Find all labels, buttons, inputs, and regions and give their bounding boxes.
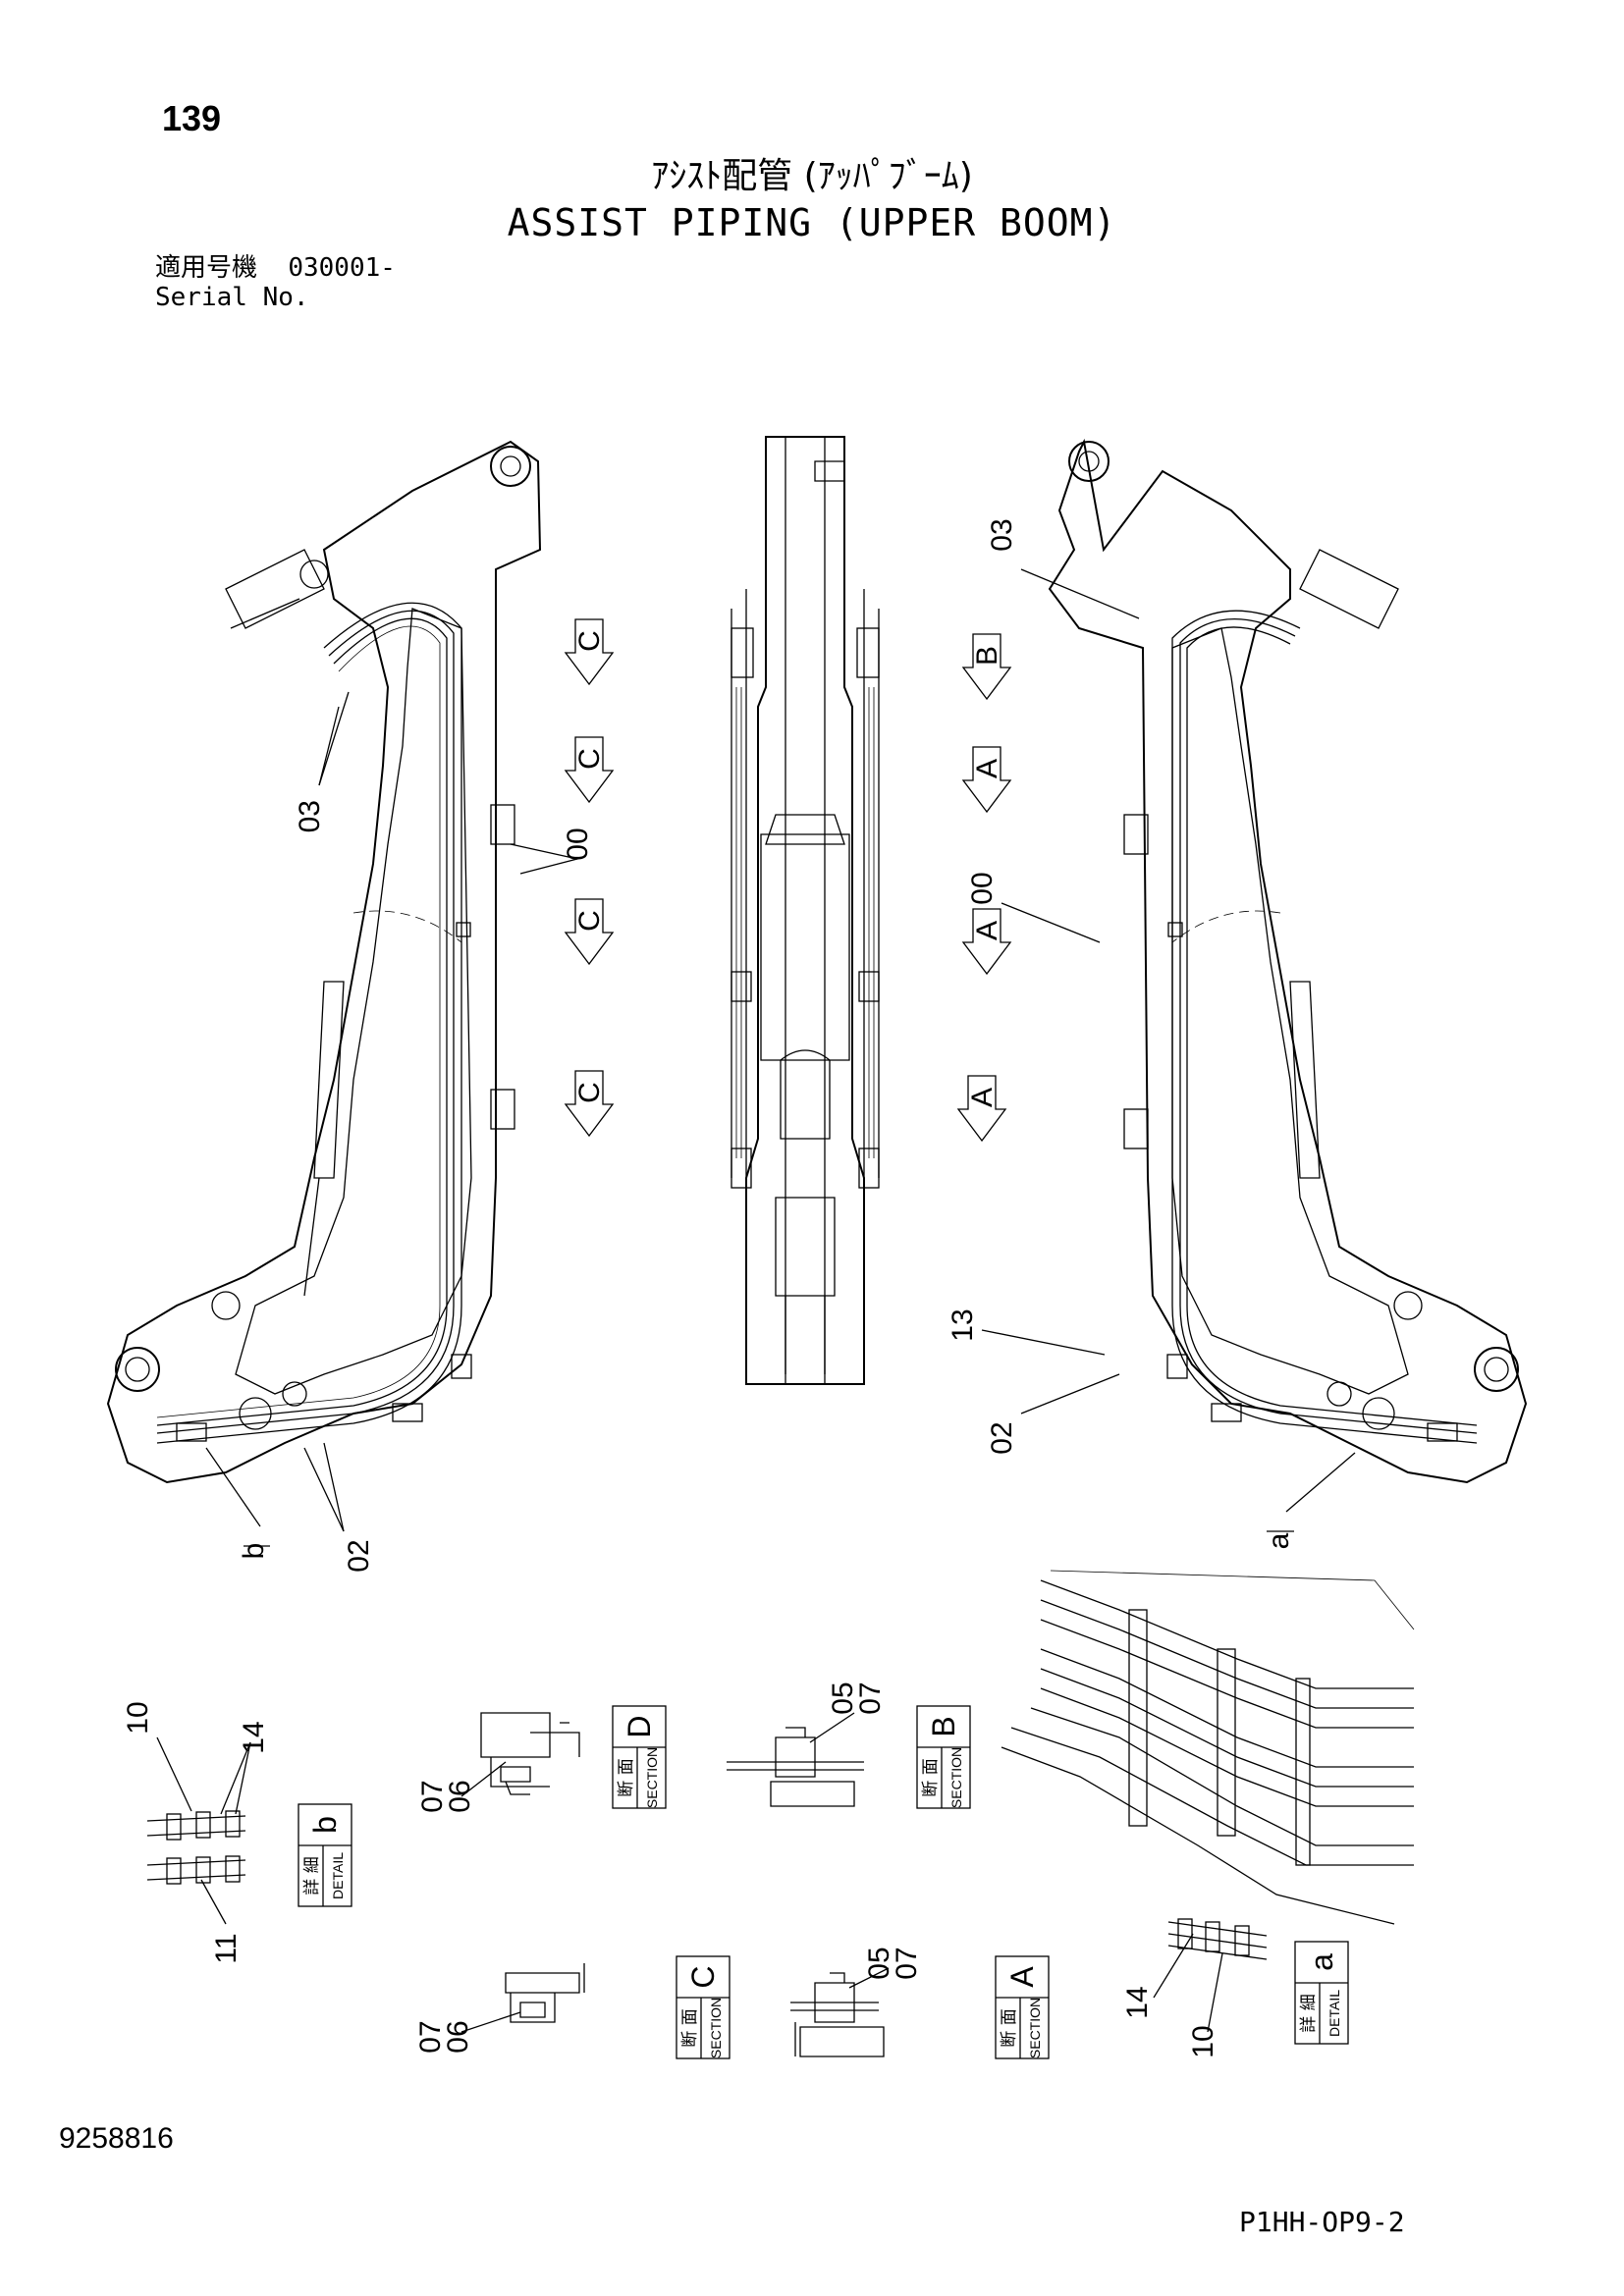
callout-left-03: 03 bbox=[294, 800, 326, 832]
view-arrow-c-2: C bbox=[564, 736, 615, 804]
detail-b-callout-11: 11 bbox=[210, 1933, 243, 1963]
view-arrow-a-2-letter: A bbox=[971, 921, 1003, 940]
view-box-detail-a-jp: 詳 細 bbox=[1299, 1994, 1319, 2032]
serial-label-jp: 適用号機 bbox=[155, 253, 258, 283]
callout-left-00: 00 bbox=[562, 828, 594, 860]
hose-bundle-view bbox=[1001, 1570, 1415, 1925]
section-d-callout-06: 06 bbox=[444, 1780, 476, 1812]
callout-right-03: 03 bbox=[986, 518, 1018, 551]
serial-label-en: Serial No. bbox=[155, 283, 309, 312]
view-box-detail-b-en: DETAIL bbox=[330, 1852, 346, 1899]
view-box-detail-a: 詳 細 DETAIL a bbox=[1294, 1941, 1349, 2045]
detail-b-callout-14: 14 bbox=[238, 1721, 270, 1753]
section-c-callout-06: 06 bbox=[442, 2020, 474, 2053]
detail-a-drawing: 14 10 bbox=[1121, 1918, 1268, 2058]
view-arrow-c-4-letter: C bbox=[573, 1082, 606, 1103]
view-box-detail-b: 詳 細 DETAIL b bbox=[298, 1803, 352, 1907]
section-d-drawing: 07 06 bbox=[416, 1712, 580, 1813]
view-box-section-c-en: SECTION bbox=[708, 1998, 724, 2058]
section-b-callout-07: 07 bbox=[854, 1682, 887, 1714]
right-boom-view bbox=[1048, 438, 1528, 1484]
callout-right-a: a bbox=[1263, 1532, 1295, 1549]
view-arrow-c-3: C bbox=[564, 898, 615, 966]
view-box-section-c-letter: C bbox=[685, 1965, 721, 1988]
detail-b-callout-10: 10 bbox=[122, 1701, 154, 1734]
left-view-arrows: C C C C bbox=[564, 618, 615, 1138]
section-d-callout-07: 07 bbox=[416, 1780, 449, 1812]
view-arrow-c-2-letter: C bbox=[573, 748, 606, 770]
left-boom-view bbox=[106, 440, 542, 1484]
view-box-detail-b-letter: b bbox=[307, 1816, 343, 1834]
view-box-section-a-en: SECTION bbox=[1027, 1998, 1043, 2058]
view-box-section-d-en: SECTION bbox=[644, 1747, 660, 1808]
view-box-detail-a-en: DETAIL bbox=[1326, 1990, 1342, 2037]
view-box-section-d-jp: 断 面 bbox=[617, 1758, 636, 1796]
callout-left-b: b bbox=[238, 1543, 270, 1560]
section-b-drawing: 05 07 bbox=[727, 1682, 887, 1807]
callout-right-13: 13 bbox=[947, 1308, 979, 1341]
view-arrow-a-1-letter: A bbox=[971, 759, 1003, 778]
view-arrow-a-2: A bbox=[961, 908, 1012, 976]
left-callouts: 03 00 02 b bbox=[205, 691, 594, 1573]
view-box-section-d: 断 面 SECTION D bbox=[612, 1705, 667, 1809]
callout-right-00: 00 bbox=[966, 872, 999, 904]
callout-left-02: 02 bbox=[343, 1539, 375, 1572]
section-b-callout-05: 05 bbox=[827, 1682, 859, 1714]
view-arrow-a-3: A bbox=[956, 1075, 1007, 1143]
view-box-section-d-letter: D bbox=[622, 1715, 657, 1737]
view-arrow-c-1-letter: C bbox=[573, 630, 606, 652]
page-number: 139 bbox=[162, 98, 222, 138]
detail-a-callout-10: 10 bbox=[1187, 2025, 1219, 2057]
serial-range: 030001- bbox=[288, 253, 396, 283]
view-box-detail-a-letter: a bbox=[1304, 1953, 1339, 1971]
section-a-drawing: 05 07 bbox=[790, 1947, 923, 2057]
view-box-section-b-jp: 断 面 bbox=[921, 1758, 941, 1796]
view-box-section-b-letter: B bbox=[926, 1716, 961, 1736]
view-box-section-a-letter: A bbox=[1004, 1966, 1040, 1988]
view-box-section-c: 断 面 SECTION C bbox=[676, 1955, 731, 2059]
view-box-section-b-en: SECTION bbox=[948, 1747, 964, 1808]
section-a-callout-07: 07 bbox=[891, 1947, 923, 1979]
view-box-section-b: 断 面 SECTION B bbox=[916, 1705, 971, 1809]
section-a-callout-05: 05 bbox=[863, 1947, 895, 1979]
view-arrow-c-3-letter: C bbox=[573, 910, 606, 932]
right-callouts: 03 00 13 02 a bbox=[947, 518, 1356, 1549]
view-arrow-b: B bbox=[961, 633, 1012, 701]
title-japanese: ｱｼｽﾄ配管 (ｱｯﾊﾟﾌﾞｰﾑ) bbox=[651, 156, 973, 196]
view-box-section-c-jp: 断 面 bbox=[680, 2008, 700, 2047]
center-top-view bbox=[731, 436, 880, 1385]
serial-line-jp: 適用号機 030001- bbox=[155, 253, 396, 283]
document-number: 9258816 bbox=[59, 2122, 174, 2155]
section-c-drawing: 07 06 bbox=[414, 1963, 585, 2054]
title-english: ASSIST PIPING (UPPER BOOM) bbox=[507, 201, 1117, 244]
view-box-detail-b-jp: 詳 細 bbox=[302, 1856, 322, 1895]
detail-b-drawing: 10 14 11 bbox=[122, 1701, 270, 1963]
sheet-code: P1HH-OP9-2 bbox=[1239, 2206, 1405, 2238]
view-arrow-b-letter: B bbox=[971, 646, 1003, 666]
view-box-section-a-jp: 断 面 bbox=[1000, 2008, 1019, 2047]
right-view-arrows: B A A A bbox=[956, 633, 1012, 1143]
view-arrow-a-1: A bbox=[961, 746, 1012, 814]
detail-a-callout-14: 14 bbox=[1121, 1986, 1154, 2018]
section-c-callout-07: 07 bbox=[414, 2020, 447, 2053]
view-arrow-a-3-letter: A bbox=[966, 1088, 999, 1107]
view-box-section-a: 断 面 SECTION A bbox=[995, 1955, 1050, 2059]
view-arrow-c-1: C bbox=[564, 618, 615, 686]
callout-right-02: 02 bbox=[986, 1421, 1018, 1454]
view-arrow-c-4: C bbox=[564, 1070, 615, 1138]
serial-block: 適用号機 030001- Serial No. bbox=[155, 253, 396, 312]
